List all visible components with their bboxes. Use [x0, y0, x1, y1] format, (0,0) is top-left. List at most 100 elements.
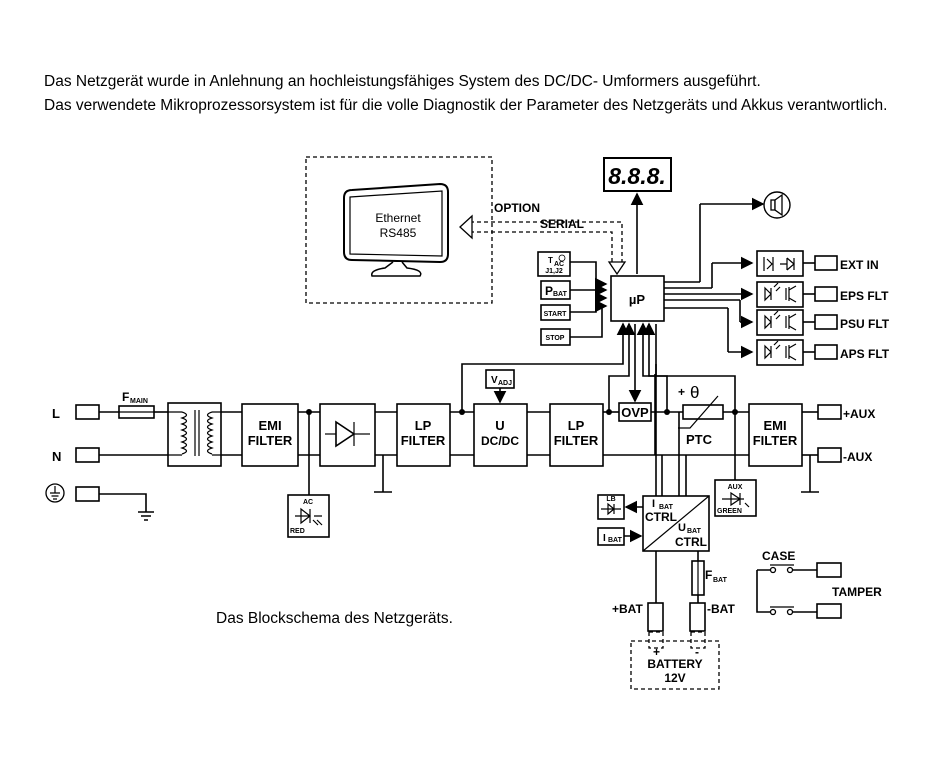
serial-label: SERIAL: [540, 217, 584, 231]
input-l-label: L: [52, 406, 60, 421]
input-l-terminal: [75, 404, 100, 420]
vadj-label: V: [491, 375, 498, 386]
fuse-main-label: F: [122, 390, 129, 404]
monitor-ethernet-label: Ethernet: [375, 211, 421, 225]
output-aps-flt: APS FLT: [664, 307, 890, 366]
battery-control-block: I BAT CTRL U BAT CTRL: [642, 495, 710, 552]
mcu-label: µP: [629, 292, 645, 307]
output-aps-flt-label: APS FLT: [840, 347, 890, 361]
fuse-main-sub: MAIN: [130, 398, 148, 405]
display-value: 8.8.8.: [608, 163, 666, 189]
diagram-caption: Das Blockschema des Netzgeräts.: [216, 610, 453, 627]
ptc-plus: +: [678, 385, 685, 399]
bat-minus-label: -BAT: [707, 602, 735, 616]
emi-filter-input: [241, 403, 299, 467]
earth-ground-icon: [45, 483, 65, 503]
svg-text:P: P: [545, 284, 553, 298]
tamper-label: TAMPER: [832, 585, 882, 599]
aux-minus-terminal: [817, 447, 842, 463]
ctrl-i-sub: BAT: [659, 504, 674, 511]
fuse-bat-label: F: [705, 568, 712, 582]
lp-filter-1-label-1: LP: [415, 418, 432, 433]
output-ext-in-label: EXT IN: [840, 258, 879, 272]
emi-filter-input-label-1: EMI: [258, 418, 281, 433]
speaker-icon: [763, 191, 791, 219]
vadj-sub: ADJ: [498, 380, 512, 387]
start-button-input: START: [540, 291, 608, 321]
lp-filter-2-label-2: FILTER: [554, 433, 599, 448]
dcdc-label-1: U: [495, 418, 504, 433]
output-ext-in: EXT IN: [664, 250, 879, 289]
input-n-label: N: [52, 449, 61, 464]
led-aux-green: AUX GREEN: [714, 479, 757, 517]
led-ac-top-label: AC: [303, 499, 313, 506]
aux-plus-label: +AUX: [843, 407, 875, 421]
svg-text:J1,J2: J1,J2: [545, 268, 563, 275]
stop-button-input: STOP: [540, 299, 608, 346]
ptc-label: PTC: [686, 432, 713, 447]
case-label: CASE: [762, 549, 795, 563]
lp-filter-2-label-1: LP: [568, 418, 585, 433]
monitor-rs485-label: RS485: [380, 226, 417, 240]
battery-label-2: 12V: [664, 671, 685, 685]
ibat-input: I BAT: [597, 527, 643, 546]
bat-plus-label: +BAT: [612, 602, 643, 616]
dcdc-converter: [473, 403, 528, 467]
emi-filter-input-label-2: FILTER: [248, 433, 293, 448]
led-ac-bottom-label: RED: [290, 528, 305, 535]
lp-filter-1-label-2: FILTER: [401, 433, 446, 448]
ctrl-u: U: [678, 522, 686, 534]
microprocessor-block: [610, 275, 665, 322]
battery-12v: + - BATTERY 12V: [630, 631, 720, 690]
ctrl-i-ctrl: CTRL: [645, 510, 677, 524]
pbat-input: P BAT: [540, 280, 608, 300]
aux-minus-label: -AUX: [843, 450, 872, 464]
intro-line-2: Das verwendete Mikroprozessorsystem ist …: [44, 97, 888, 114]
battery-label-1: BATTERY: [647, 657, 702, 671]
led-aux-top-label: AUX: [728, 484, 743, 491]
emi-filter-output-label-2: FILTER: [753, 433, 798, 448]
seven-segment-display: [603, 157, 672, 192]
ctrl-u-sub: BAT: [687, 528, 702, 535]
dcdc-label-2: DC/DC: [481, 434, 519, 448]
lb-label: LB: [606, 496, 615, 503]
battery-minus: -: [695, 645, 699, 659]
output-eps-flt-label: EPS FLT: [840, 289, 889, 303]
option-dashed-frame: [305, 156, 493, 304]
intro-line-1: Das Netzgerät wurde in Anlehnung an hoch…: [44, 73, 761, 90]
ovp-label: OVP: [621, 405, 649, 420]
fuse-bat-sub: BAT: [713, 577, 728, 584]
ibat-in-label: I: [603, 533, 606, 544]
ovp-block: [618, 402, 652, 422]
bat-minus-terminal: [689, 602, 706, 632]
output-psu-flt-label: PSU FLT: [840, 317, 890, 331]
svg-text:START: START: [544, 311, 568, 318]
svg-text:STOP: STOP: [546, 335, 565, 342]
option-label: OPTION: [494, 201, 540, 215]
emi-filter-output-label-1: EMI: [763, 418, 786, 433]
svg-text:BAT: BAT: [553, 291, 568, 298]
transformer-block: [167, 402, 222, 467]
svg-text:AC: AC: [554, 261, 564, 268]
tac-j1j2-input: T AC J1,J2: [537, 251, 608, 291]
tamper-switch: CASE TAMPER: [756, 549, 882, 619]
output-psu-flt: PSU FLT: [664, 299, 890, 336]
ibat-in-sub: BAT: [608, 537, 623, 544]
lp-filter-2: [549, 403, 604, 467]
lb-indicator: LB: [597, 494, 643, 520]
rectifier-diode-block: [319, 403, 376, 467]
svg-text:T: T: [548, 256, 553, 265]
led-aux-bottom-label: GREEN: [717, 508, 742, 515]
led-ac-red: AC RED: [287, 494, 330, 538]
aux-plus-terminal: [817, 404, 842, 420]
bat-plus-terminal: [647, 602, 664, 632]
ctrl-u-ctrl: CTRL: [675, 535, 707, 549]
emi-filter-output: [748, 403, 803, 467]
monitor-icon: Ethernet RS485: [343, 182, 449, 277]
input-pe-terminal: [75, 486, 100, 502]
ptc-thermistor: θ + PTC: [678, 383, 724, 447]
lp-filter-1: [396, 403, 451, 467]
theta-symbol: θ: [690, 383, 699, 402]
battery-plus: +: [653, 645, 660, 659]
